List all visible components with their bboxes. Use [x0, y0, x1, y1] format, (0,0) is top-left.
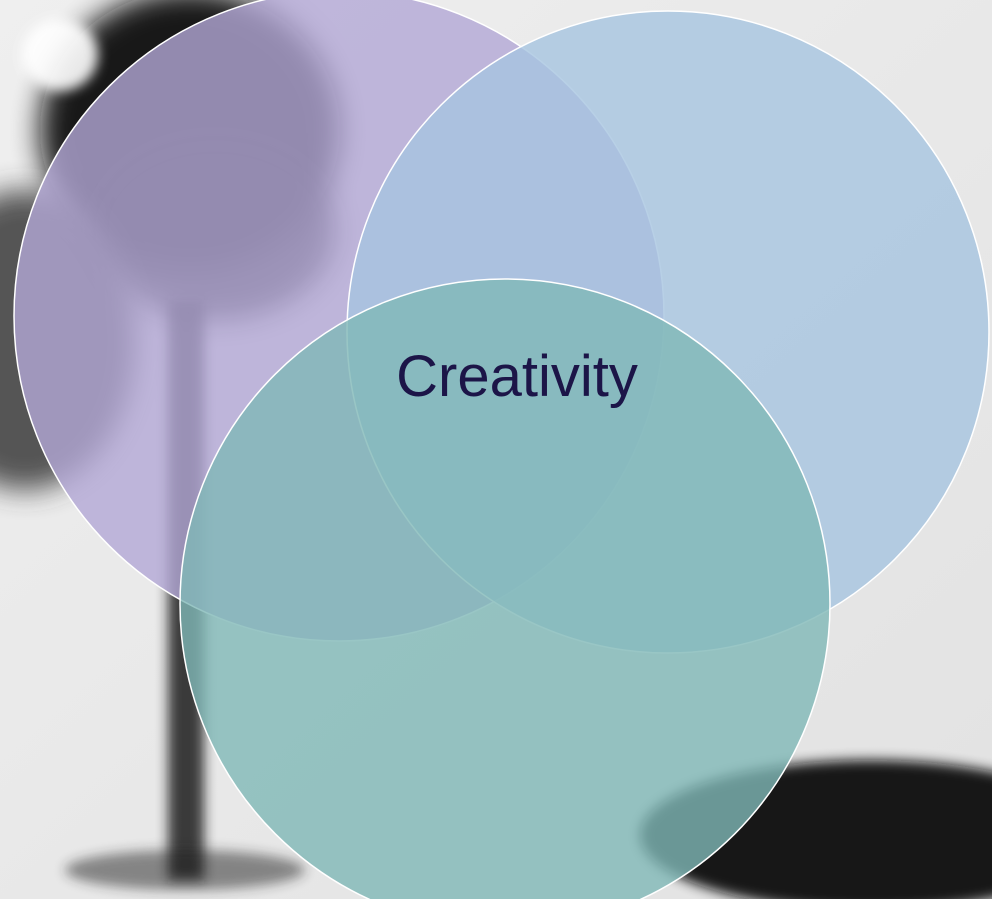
- circle-teal: [179, 278, 831, 899]
- center-label: Creativity: [396, 344, 638, 409]
- venn-circles: [13, 0, 990, 899]
